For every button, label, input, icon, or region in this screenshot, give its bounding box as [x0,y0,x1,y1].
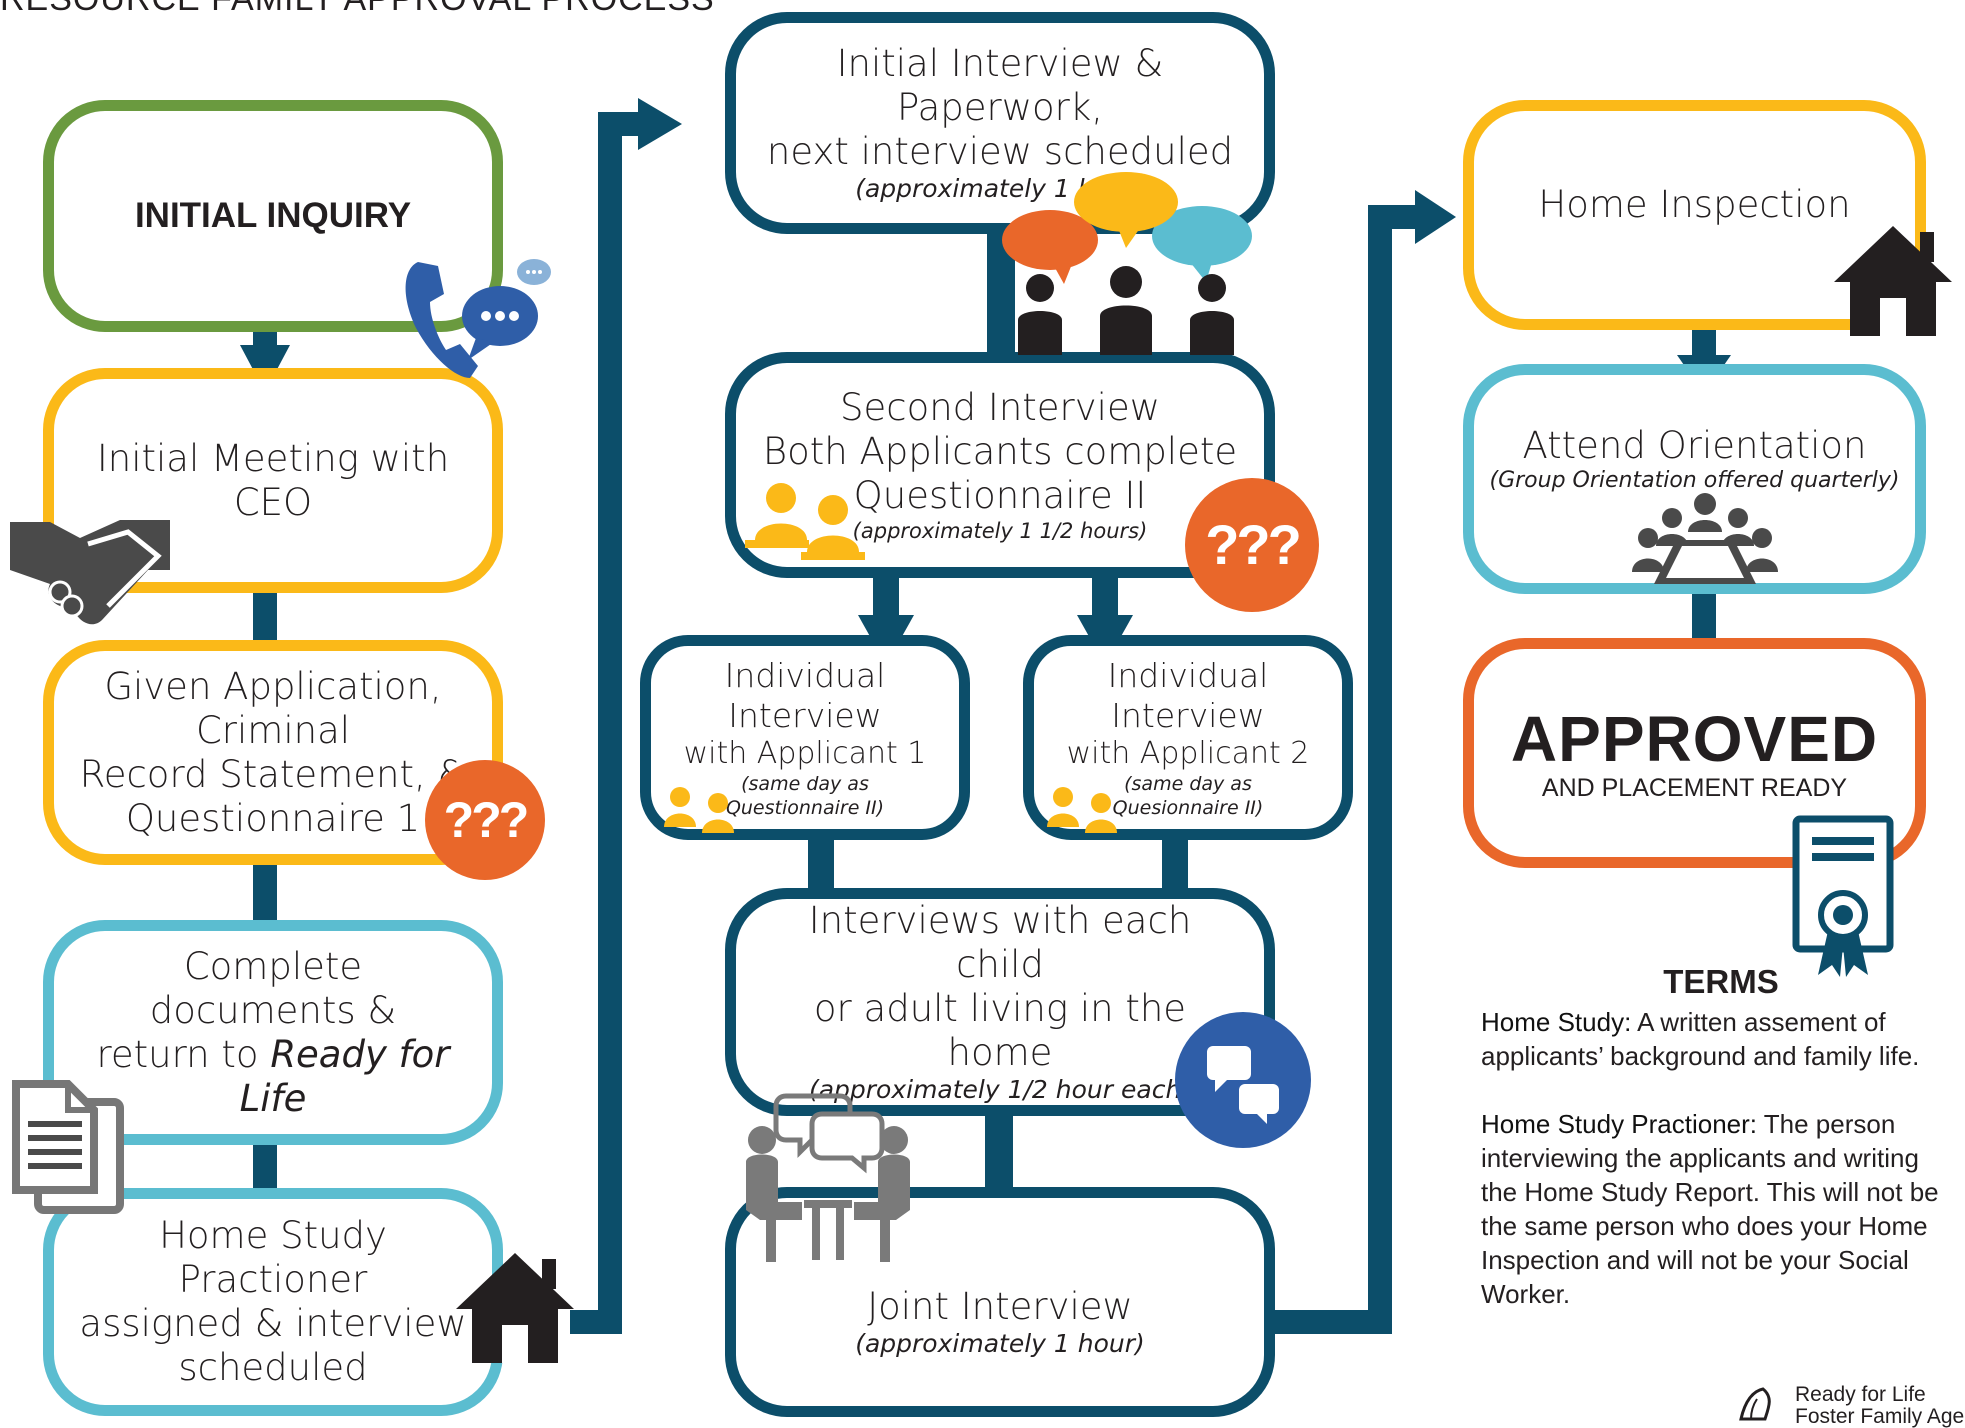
connector-line [985,1110,1013,1195]
step-label: Home Study Practioner [159,1214,387,1301]
connector-line [873,570,899,620]
joint-interview-box: Joint Interview (approximately 1 hour) [725,1187,1275,1417]
question-marks-icon: ??? [425,760,545,880]
step-label: assigned & interview [79,1302,467,1345]
step-label: Joint Interview [867,1285,1133,1328]
page-title: RESOURCE FAMILY APPROVAL PROCESS [0,0,715,19]
term-definition: The person interviewing the applicants a… [1481,1109,1939,1309]
step-label: Initial Meeting with [96,436,450,480]
step-label: Both Applicants complete [762,430,1238,473]
step-note: (same day as [741,772,869,795]
step-label: Home Inspection [1538,183,1851,226]
connector-line [1092,570,1118,620]
group-meeting-icon [1002,172,1252,355]
applicants-icon [1047,787,1117,833]
step-label: Attend Orientation [1522,424,1867,467]
house-icon [456,1253,574,1363]
term-definition: A written assement of applicants’ backgr… [1481,1007,1920,1071]
terms-heading: TERMS [1663,963,1779,1000]
term-home-study-practioner: Home Study Practioner: The person interv… [1481,1107,1961,1311]
brand-logo-text: Ready for Life Foster Family Agency [1795,1384,1965,1428]
question-marks-icon: ??? [1185,478,1319,612]
step-label: Questionnaire II [853,474,1147,517]
step-label: Initial Interview & Paperwork, [836,42,1164,129]
home-inspection-box: Home Inspection [1463,100,1926,330]
term-name: Home Study: [1481,1007,1632,1037]
approved-label: APPROVED [1510,703,1879,775]
brand-line: Foster Family Agency [1795,1405,1965,1428]
approved-sublabel: AND PLACEMENT READY [1541,774,1848,802]
step-note: (approximately 1 1/2 hours) [852,519,1148,543]
step-note: Questionnaire II) [725,796,885,819]
connector-line [253,590,277,640]
step-note: (same day as [1124,772,1252,795]
counseling-icon [746,1093,910,1262]
step-label: Questionnaire 1 [125,796,421,840]
step-label: CEO [233,480,313,524]
house-icon [1834,226,1952,336]
connector-line [253,862,277,922]
connector-line [1368,205,1418,229]
step-label: Complete documents & [149,944,397,1032]
step-label: INITIAL INQUIRY [134,196,412,235]
step-label: Individual Interview [1107,655,1269,735]
second-interview-box: Second Interview Both Applicants complet… [725,352,1275,578]
right-arrow [1415,190,1456,244]
practioner-assigned-box: Home Study Practioner assigned & intervi… [43,1188,503,1416]
step-note: (approximately 1/2 hour each) [808,1075,1192,1104]
initial-interview-box: Initial Interview & Paperwork, next inte… [725,12,1275,234]
connector-line [253,1142,277,1192]
right-arrow [638,98,682,150]
step-label: with Applicant 2 [1066,735,1310,771]
orientation-group-icon [1632,493,1778,584]
chat-bubbles-icon [1175,1012,1311,1148]
connector-line [598,112,622,1334]
step-note: Quesionnaire II) [1112,796,1264,819]
connector-line [1162,835,1188,895]
term-name: Home Study Practioner: [1481,1109,1758,1139]
certificate-icon [1792,815,1894,977]
term-home-study: Home Study: A written assement of applic… [1481,1005,1961,1073]
individual-interview-2-box: Individual Interview with Applicant 2 (s… [1023,635,1353,840]
step-label: Interviews with each child [808,899,1192,986]
step-note: (approximately 1 hour) [855,1329,1145,1358]
step-note: (Group Orientation offered quarterly) [1489,468,1900,493]
applicants-icon [745,483,865,560]
step-label: next interview scheduled [766,130,1234,173]
individual-interview-1-box: Individual Interview with Applicant 1 (s… [640,635,970,840]
step-label: Record Statement, & [79,752,467,796]
step-label: Second Interview [840,386,1160,429]
step-label: Given Application, Criminal [104,664,442,752]
connector-line [1692,588,1716,643]
step-label: Individual Interview [724,655,886,735]
step-label-prefix: return to [96,1032,271,1076]
connector-line [808,835,834,895]
step-label: with Applicant 1 [683,735,927,771]
step-label: or adult living in the home [813,987,1187,1074]
connector-line [1368,205,1392,1334]
agency-name: Ready for Life [239,1032,450,1120]
step-label: scheduled [178,1346,368,1389]
handshake-icon [10,520,170,625]
brand-line: Ready for Life [1795,1383,1926,1406]
connector-line [598,112,640,136]
butterfly-logo-icon [1739,1387,1771,1421]
step-label: return to Ready for Life [78,1033,468,1121]
applicants-icon [664,787,734,833]
terms-section: TERMS Home Study: A written assement of … [1481,965,1961,1345]
documents-icon [12,1080,124,1214]
chat-glyph [1207,1046,1279,1124]
phone-chat-icon [405,259,551,378]
